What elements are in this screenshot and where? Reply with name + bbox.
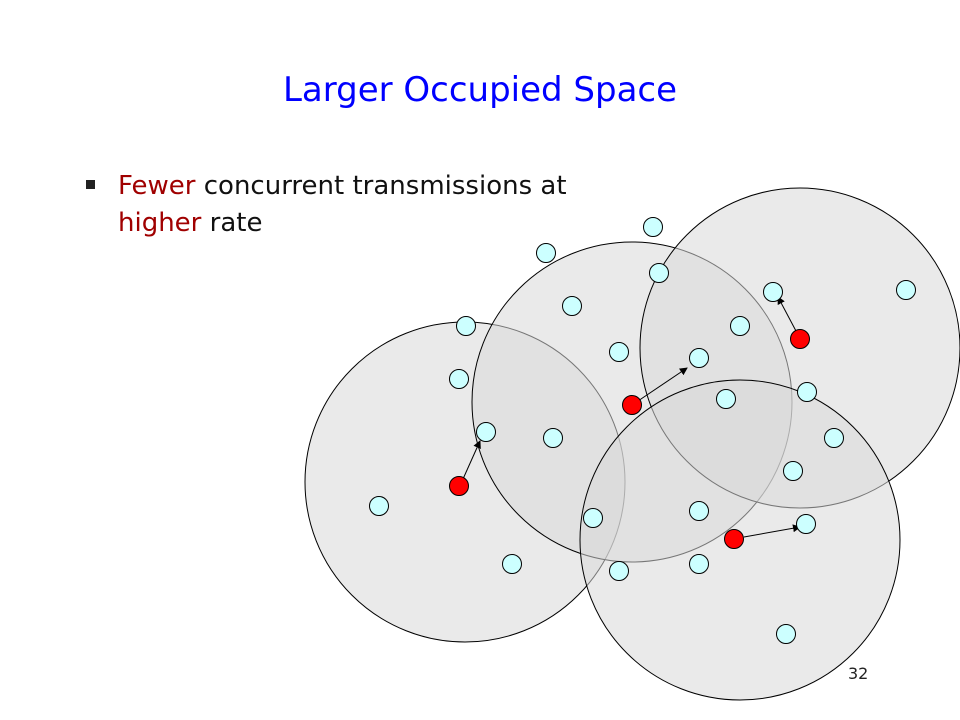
transmitter-node <box>790 329 810 349</box>
idle-node <box>562 296 582 316</box>
idle-node <box>649 263 669 283</box>
idle-node <box>583 508 603 528</box>
idle-node <box>643 217 663 237</box>
idle-node <box>776 624 796 644</box>
transmitter-node <box>724 529 744 549</box>
slide-title: Larger Occupied Space <box>282 70 678 110</box>
bullet-text: Fewer concurrent transmissions at higher… <box>118 168 578 242</box>
idle-node <box>689 501 709 521</box>
idle-node <box>896 280 916 300</box>
idle-node <box>689 554 709 574</box>
bullet-text-part: rate <box>201 208 263 238</box>
transmission-arrow <box>777 296 797 332</box>
idle-node <box>824 428 844 448</box>
idle-node <box>796 514 816 534</box>
idle-node <box>609 561 629 581</box>
idle-node <box>783 461 803 481</box>
transmitter-node <box>449 476 469 496</box>
idle-node <box>543 428 563 448</box>
bullet-emphasis-higher: higher <box>118 208 202 238</box>
idle-node <box>730 316 750 336</box>
bullet-marker <box>86 180 95 189</box>
transmission-arrow <box>462 440 481 480</box>
idle-node <box>689 348 709 368</box>
idle-node <box>797 382 817 402</box>
idle-node <box>456 316 476 336</box>
bullet-text-part: concurrent transmissions at <box>195 171 567 201</box>
idle-node <box>716 389 736 409</box>
transmission-arrow <box>743 524 801 538</box>
idle-node <box>609 342 629 362</box>
bullet-emphasis-fewer: Fewer <box>118 171 196 201</box>
idle-node <box>476 422 496 442</box>
page-number: 32 <box>848 664 869 683</box>
idle-node <box>449 369 469 389</box>
idle-node <box>536 243 556 263</box>
idle-node <box>763 282 783 302</box>
transmitter-node <box>622 395 642 415</box>
transmission-arrow <box>637 367 688 402</box>
idle-node <box>369 496 389 516</box>
idle-node <box>502 554 522 574</box>
